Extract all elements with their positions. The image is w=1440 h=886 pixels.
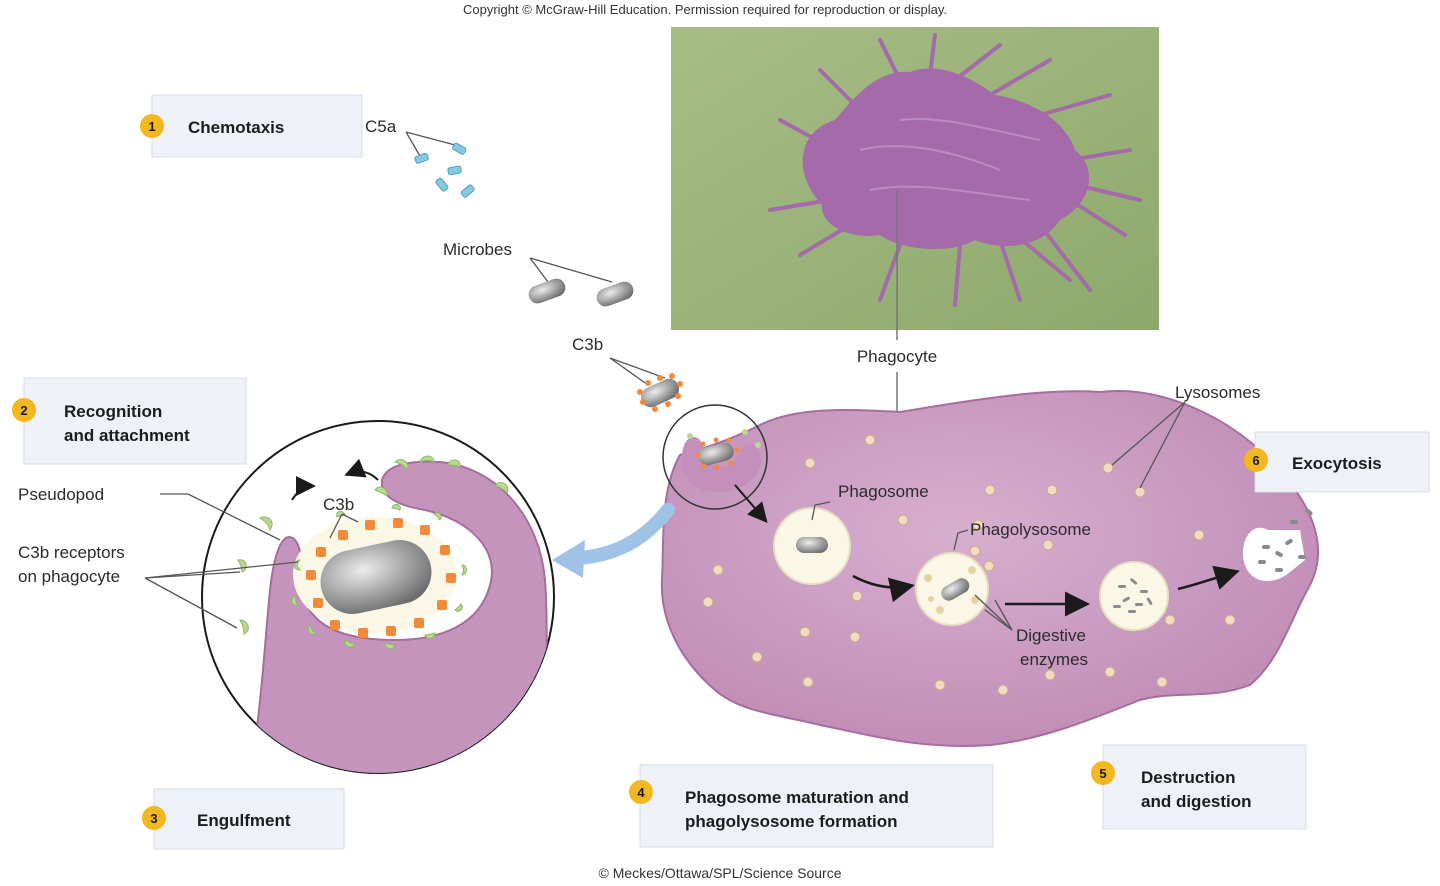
step-label-maturation-line2: phagolysosome formation [685,812,898,831]
step-label-destruction-line2: and digestion [1141,792,1252,811]
step-box-phagosome-maturation: 4 Phagosome maturation and phagolysosome… [629,764,994,848]
inset-magnification: C3b [201,420,555,774]
phagocyte-label: Phagocyte [857,347,937,366]
step-badge-6 [1244,448,1268,472]
phagosome [773,507,851,585]
step-badge-2 [12,398,36,422]
phagolysosome [915,545,995,626]
step-label-exocytosis: Exocytosis [1292,454,1382,473]
step-label-destruction-line1: Destruction [1141,768,1235,787]
svg-text:2: 2 [20,403,27,418]
svg-text:5: 5 [1099,766,1106,781]
step-badge-3 [142,806,166,830]
c5a-label: C5a [365,117,397,136]
c3b-receptors-label-line1: C3b receptors [18,543,125,562]
c5a-molecules [414,142,475,198]
phagocyte-micrograph [671,27,1159,330]
step-label-maturation-line1: Phagosome maturation and [685,788,909,807]
step-box-exocytosis: 6 Exocytosis [1244,431,1430,493]
digestive-enzymes-label-line1: Digestive [1016,626,1086,645]
step-box-chemotaxis: 1 Chemotaxis [140,94,363,158]
microbe [528,278,566,304]
phagosome-label: Phagosome [838,482,929,501]
step-box-destruction: 5 Destruction and digestion [1091,744,1307,830]
opsonized-microbe [637,373,683,412]
step-badge-5 [1091,761,1115,785]
step-label-recognition-line1: Recognition [64,402,162,421]
svg-text:6: 6 [1252,453,1259,468]
engulfment-site [662,404,768,510]
microbes-label: Microbes [443,240,512,259]
exocytosis-debris [1258,508,1313,572]
c3b-inset-label: C3b [323,495,354,514]
step-label-recognition-line2: and attachment [64,426,190,445]
photo-credit: © Meckes/Ottawa/SPL/Science Source [599,865,842,881]
digestive-enzymes-label-line2: enzymes [1020,650,1088,669]
step-badge-4 [629,780,653,804]
step-box-recognition: 2 Recognition and attachment [12,377,247,465]
phagolysosome-label: Phagolysosome [970,520,1091,539]
lysosomes [702,434,1236,696]
c3b-label: C3b [572,335,603,354]
zoom-arrow [573,503,675,565]
step-label-chemotaxis: Chemotaxis [188,118,284,137]
step-box-engulfment: 3 Engulfment [142,788,345,850]
c3b-receptors-label-line2: on phagocyte [18,567,120,586]
step-label-engulfment: Engulfment [197,811,291,830]
microbe [596,281,634,307]
copyright-text: Copyright © McGraw-Hill Education. Permi… [463,2,947,17]
digested-vesicle [1099,561,1169,631]
step-badge-1 [140,114,164,138]
svg-text:3: 3 [150,811,157,826]
svg-text:4: 4 [637,785,645,800]
lysosomes-label: Lysosomes [1175,383,1260,402]
svg-text:1: 1 [148,119,155,134]
pseudopod-label: Pseudopod [18,485,104,504]
